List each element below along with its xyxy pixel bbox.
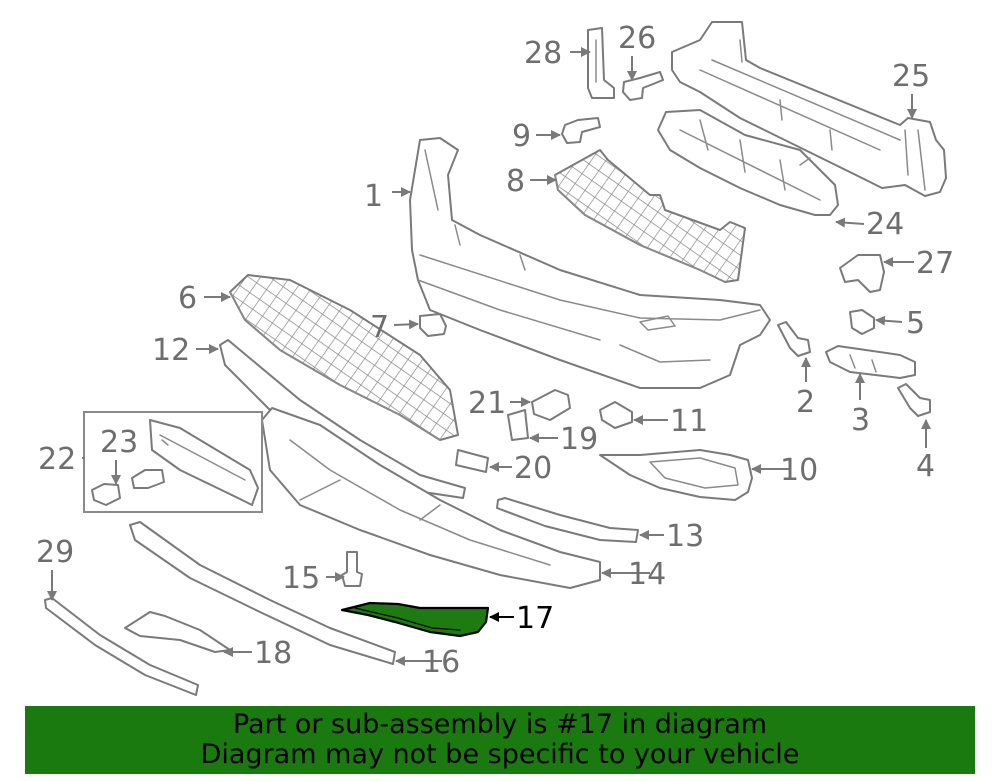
banner-line-2: Diagram may not be specific to your vehi… <box>200 739 800 770</box>
part-17-highlighted-bracket <box>340 601 490 638</box>
callout-7: 7 <box>370 310 389 345</box>
callout-14: 14 <box>628 557 666 592</box>
part-15-bolt <box>341 551 363 587</box>
info-banner: Part or sub-assembly is #17 in diagram D… <box>25 706 975 774</box>
part-14-lower-valance <box>261 407 601 589</box>
callout-18: 18 <box>254 636 292 671</box>
part-7-clip <box>419 313 447 337</box>
callout-8: 8 <box>506 164 525 199</box>
part-24-energy-absorber <box>657 109 839 216</box>
part-16-lower-strip <box>129 521 396 665</box>
part-5-clip <box>849 309 875 335</box>
callout-20: 20 <box>514 451 552 486</box>
part-23-fastener <box>91 469 165 506</box>
callout-28: 28 <box>524 36 562 71</box>
part-6-lower-grille <box>229 274 459 441</box>
callout-labels: 1 2 3 4 5 6 7 8 9 10 11 12 13 14 15 16 1… <box>36 21 954 680</box>
part-1-bumper-cover <box>409 137 771 389</box>
part-25-reinforcement-bar <box>671 21 947 197</box>
callout-10: 10 <box>780 453 818 488</box>
part-22-license-plate-bracket <box>83 411 263 513</box>
callout-17: 17 <box>516 601 554 636</box>
part-9-bolt <box>561 117 601 144</box>
part-13-molding-strip <box>496 497 639 543</box>
callout-6: 6 <box>178 281 197 316</box>
callout-5: 5 <box>906 306 925 341</box>
callout-13: 13 <box>666 519 704 554</box>
callout-21: 21 <box>468 386 506 421</box>
callout-9: 9 <box>512 119 531 154</box>
part-27-bracket <box>839 254 885 293</box>
part-29-spoiler-strip <box>44 597 199 696</box>
leader-lines <box>47 47 931 666</box>
callout-11: 11 <box>670 404 708 439</box>
part-18-trim <box>124 611 231 653</box>
part-19-bracket <box>507 409 529 441</box>
part-10-fog-trim <box>599 449 753 501</box>
callout-15: 15 <box>282 561 320 596</box>
callout-2: 2 <box>796 385 815 420</box>
part-12-molding-strip <box>219 339 466 499</box>
part-21-tow-cap <box>531 389 571 421</box>
part-2-bolt <box>777 321 811 357</box>
callout-19: 19 <box>560 422 598 457</box>
callout-4: 4 <box>916 449 935 484</box>
callout-3: 3 <box>851 403 870 438</box>
part-4-bolt <box>897 383 931 417</box>
callout-29: 29 <box>36 535 74 570</box>
part-28-bracket <box>587 27 615 99</box>
part-11-clip <box>599 401 633 429</box>
callout-26: 26 <box>618 21 656 56</box>
part-8-upper-grille <box>554 149 746 283</box>
callout-1: 1 <box>364 179 383 214</box>
callout-27: 27 <box>916 246 954 281</box>
callout-16: 16 <box>422 645 460 680</box>
callout-24: 24 <box>866 207 904 242</box>
callout-12: 12 <box>152 333 190 368</box>
callout-25: 25 <box>892 59 930 94</box>
part-3-bracket <box>825 345 916 379</box>
parts-diagram: 1 2 3 4 5 6 7 8 9 10 11 12 13 14 15 16 1… <box>36 21 954 696</box>
banner-line-1: Part or sub-assembly is #17 in diagram <box>232 709 768 740</box>
callout-23: 23 <box>100 425 138 460</box>
part-26-bolt <box>622 71 664 101</box>
callout-22: 22 <box>38 442 76 477</box>
part-20-plate <box>455 449 489 473</box>
